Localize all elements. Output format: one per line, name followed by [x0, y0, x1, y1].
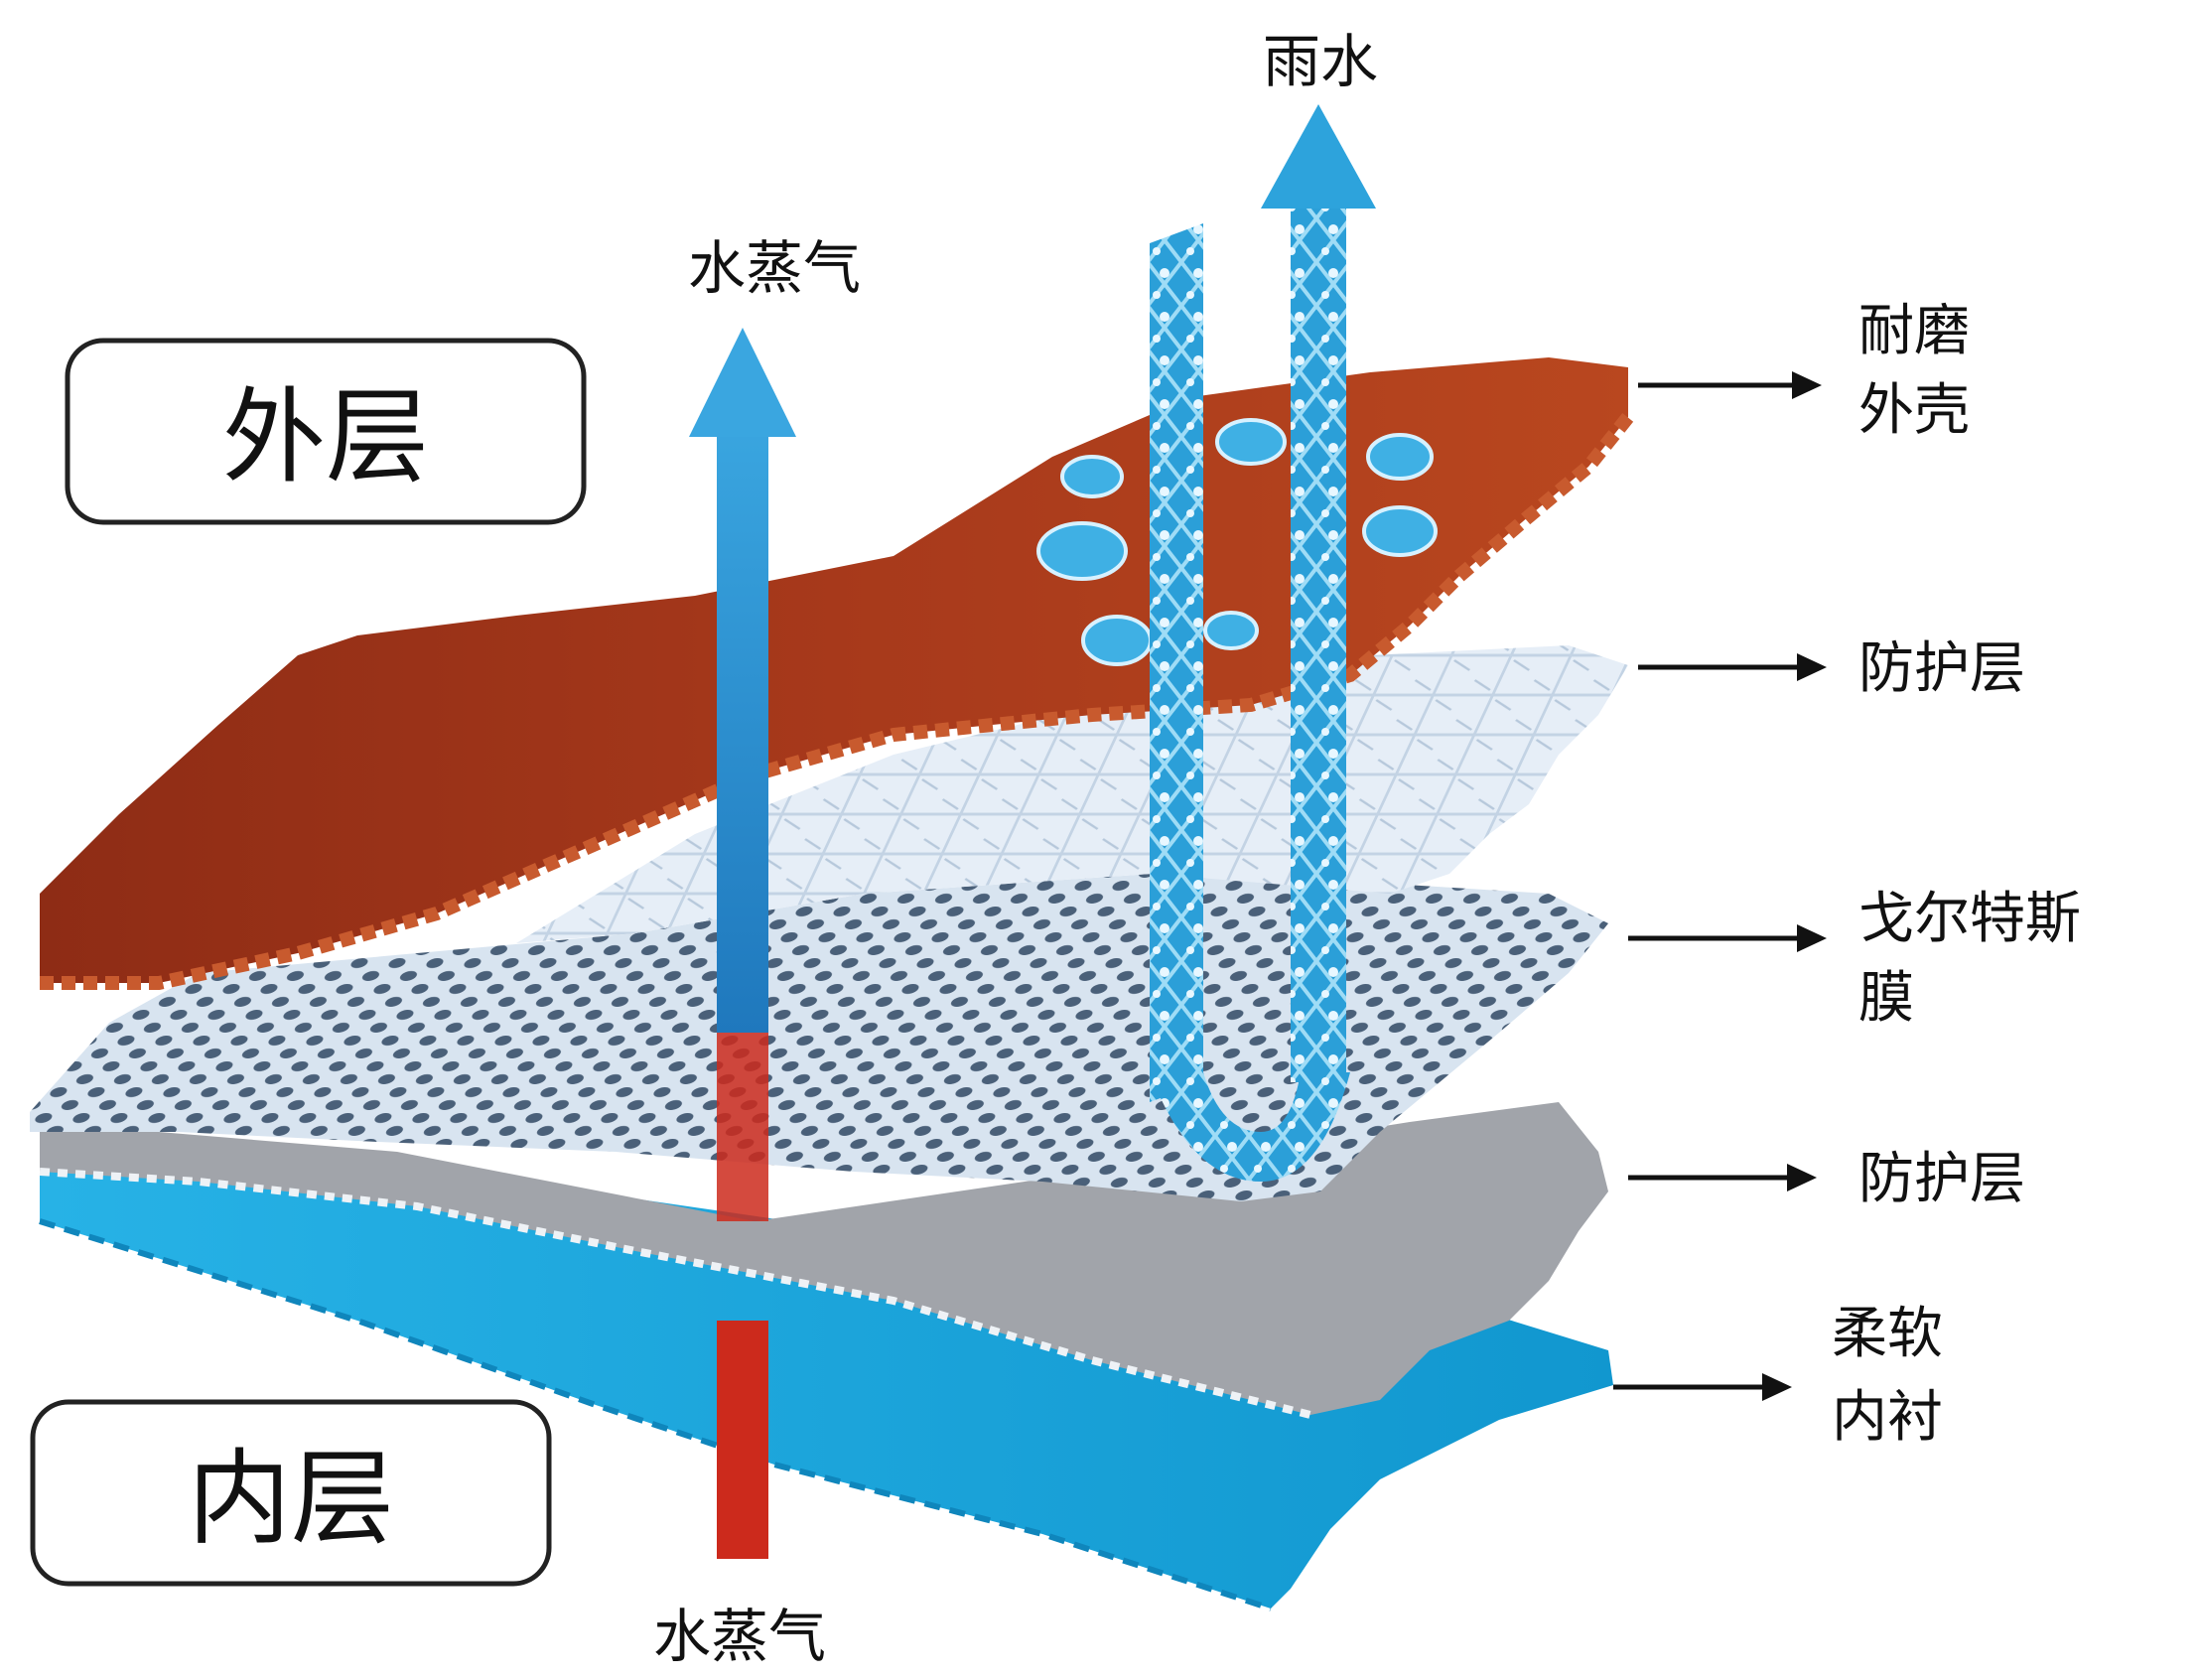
layer-label-protect-2: 防护层	[1858, 1147, 2025, 1211]
layer-labels: 耐磨 外壳 防护层 戈尔特斯 膜 防护层 柔软 内衬	[1832, 299, 2081, 1450]
layer-label-lining-2: 内衬	[1832, 1385, 1943, 1450]
outer-layer-box: 外层	[65, 338, 587, 525]
layer-label-membrane-2: 膜	[1858, 966, 1914, 1031]
rain-label: 雨水	[1263, 28, 1378, 95]
layer-label-shell-2: 外壳	[1858, 378, 1970, 443]
layer-label-lining-1: 柔软	[1832, 1302, 1943, 1366]
layer-label-protect-1: 防护层	[1858, 636, 2025, 701]
layer-label-shell-1: 耐磨	[1858, 299, 1970, 363]
vapor-top-label: 水蒸气	[688, 234, 861, 302]
layer-outer-shell	[40, 357, 1634, 990]
layer-label-membrane-1: 戈尔特斯	[1858, 887, 2081, 951]
vapor-bottom-label: 水蒸气	[653, 1603, 826, 1670]
layer-soft-lining	[39, 1162, 1613, 1611]
inner-layer-box: 内层	[30, 1399, 552, 1587]
inner-layer-label: 内层	[188, 1438, 394, 1559]
vapor-arrow	[689, 328, 796, 1559]
leader-arrows	[1613, 371, 1827, 1401]
layer-protect-1	[516, 645, 1628, 943]
outer-layer-label: 外层	[222, 376, 429, 497]
rain-arrow	[1150, 104, 1376, 1182]
